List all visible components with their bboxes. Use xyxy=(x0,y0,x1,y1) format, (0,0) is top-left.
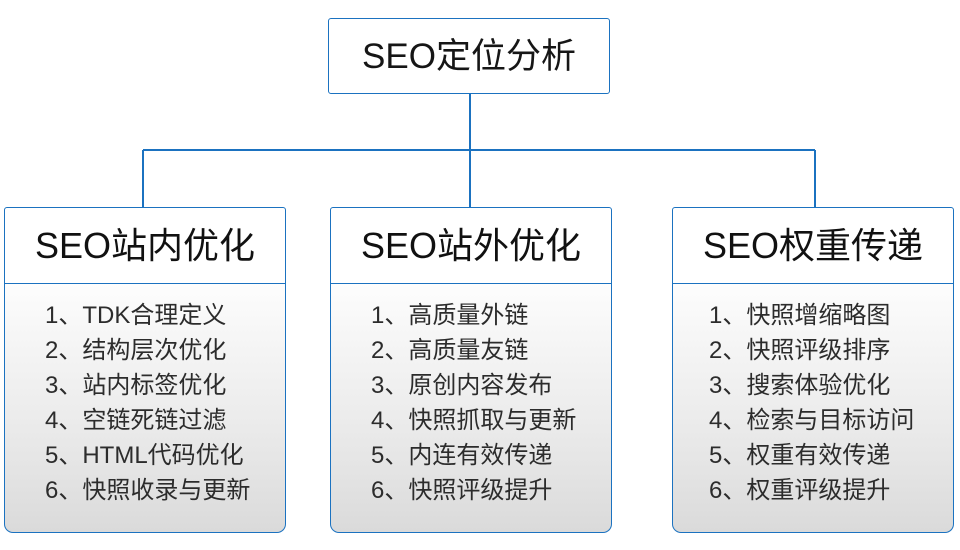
list-item: 4、快照抓取与更新 xyxy=(371,407,577,434)
branch-column-2: SEO站外优化 1、高质量外链 2、高质量友链 3、原创内容发布 4、快照抓取与… xyxy=(330,207,612,533)
list-item: 2、高质量友链 xyxy=(371,337,529,364)
list-item: 2、快照评级排序 xyxy=(709,337,891,364)
list-item: 5、HTML代码优化 xyxy=(45,442,244,469)
list-item: 1、TDK合理定义 xyxy=(45,302,227,329)
list-item: 2、结构层次优化 xyxy=(45,337,227,364)
branch-body-1: 1、TDK合理定义 2、结构层次优化 3、站内标签优化 4、空链死链过滤 5、H… xyxy=(4,284,286,533)
branch-column-3: SEO权重传递 1、快照增缩略图 2、快照评级排序 3、搜索体验优化 4、检索与… xyxy=(672,207,954,533)
list-item: 1、高质量外链 xyxy=(371,302,529,329)
branch-item-list-2: 1、高质量外链 2、高质量友链 3、原创内容发布 4、快照抓取与更新 5、内连有… xyxy=(331,298,611,508)
root-node-label: SEO定位分析 xyxy=(362,36,576,76)
branch-column-1: SEO站内优化 1、TDK合理定义 2、结构层次优化 3、站内标签优化 4、空链… xyxy=(4,207,286,533)
list-item: 3、搜索体验优化 xyxy=(709,372,891,399)
branch-header-2[interactable]: SEO站外优化 xyxy=(330,207,612,284)
branch-body-3: 1、快照增缩略图 2、快照评级排序 3、搜索体验优化 4、检索与目标访问 5、权… xyxy=(672,284,954,533)
list-item: 5、权重有效传递 xyxy=(709,442,891,469)
list-item: 3、站内标签优化 xyxy=(45,372,227,399)
branch-header-label-1: SEO站内优化 xyxy=(34,224,256,266)
root-node[interactable]: SEO定位分析 xyxy=(328,18,610,94)
list-item: 6、权重评级提升 xyxy=(709,477,891,504)
list-item: 1、快照增缩略图 xyxy=(709,302,891,329)
list-item: 3、原创内容发布 xyxy=(371,372,553,399)
list-item: 5、内连有效传递 xyxy=(371,442,553,469)
branch-header-label-3: SEO权重传递 xyxy=(702,224,924,266)
branch-item-list-3: 1、快照增缩略图 2、快照评级排序 3、搜索体验优化 4、检索与目标访问 5、权… xyxy=(673,298,953,508)
list-item: 4、检索与目标访问 xyxy=(709,407,915,434)
list-item: 6、快照评级提升 xyxy=(371,477,553,504)
branch-header-3[interactable]: SEO权重传递 xyxy=(672,207,954,284)
list-item: 4、空链死链过滤 xyxy=(45,407,227,434)
branch-item-list-1: 1、TDK合理定义 2、结构层次优化 3、站内标签优化 4、空链死链过滤 5、H… xyxy=(5,298,285,508)
branch-body-2: 1、高质量外链 2、高质量友链 3、原创内容发布 4、快照抓取与更新 5、内连有… xyxy=(330,284,612,533)
list-item: 6、快照收录与更新 xyxy=(45,477,251,504)
branch-header-1[interactable]: SEO站内优化 xyxy=(4,207,286,284)
branch-header-label-2: SEO站外优化 xyxy=(360,224,582,266)
